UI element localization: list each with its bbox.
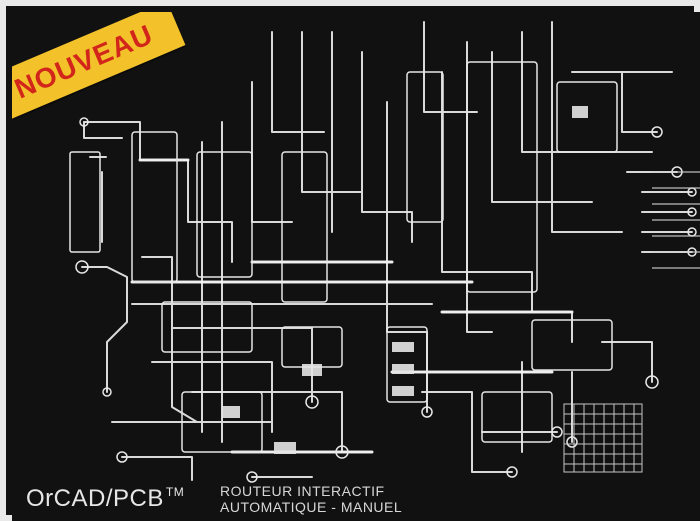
subtitle-line-1: ROUTEUR INTERACTIF [220, 483, 385, 499]
product-subtitle: ROUTEUR INTERACTIF AUTOMATIQUE - MANUEL [220, 483, 402, 515]
pcb-board: NOUVEAU OrCAD/PCB TM ROUTEUR INTERACTIF … [12, 12, 700, 521]
grid-pad [563, 403, 643, 473]
brand-title: OrCAD/PCB TM [26, 485, 184, 513]
subtitle-line-2: AUTOMATIQUE - MANUEL [220, 499, 403, 515]
connector-lines [652, 171, 700, 269]
brand-name: OrCAD/PCB [26, 485, 164, 512]
pads [75, 117, 697, 483]
chip-outlines [69, 61, 618, 453]
traces-light [130, 158, 574, 454]
pcb-traces [12, 12, 700, 521]
component-blocks [222, 106, 588, 454]
brand-tm: TM [165, 485, 185, 499]
